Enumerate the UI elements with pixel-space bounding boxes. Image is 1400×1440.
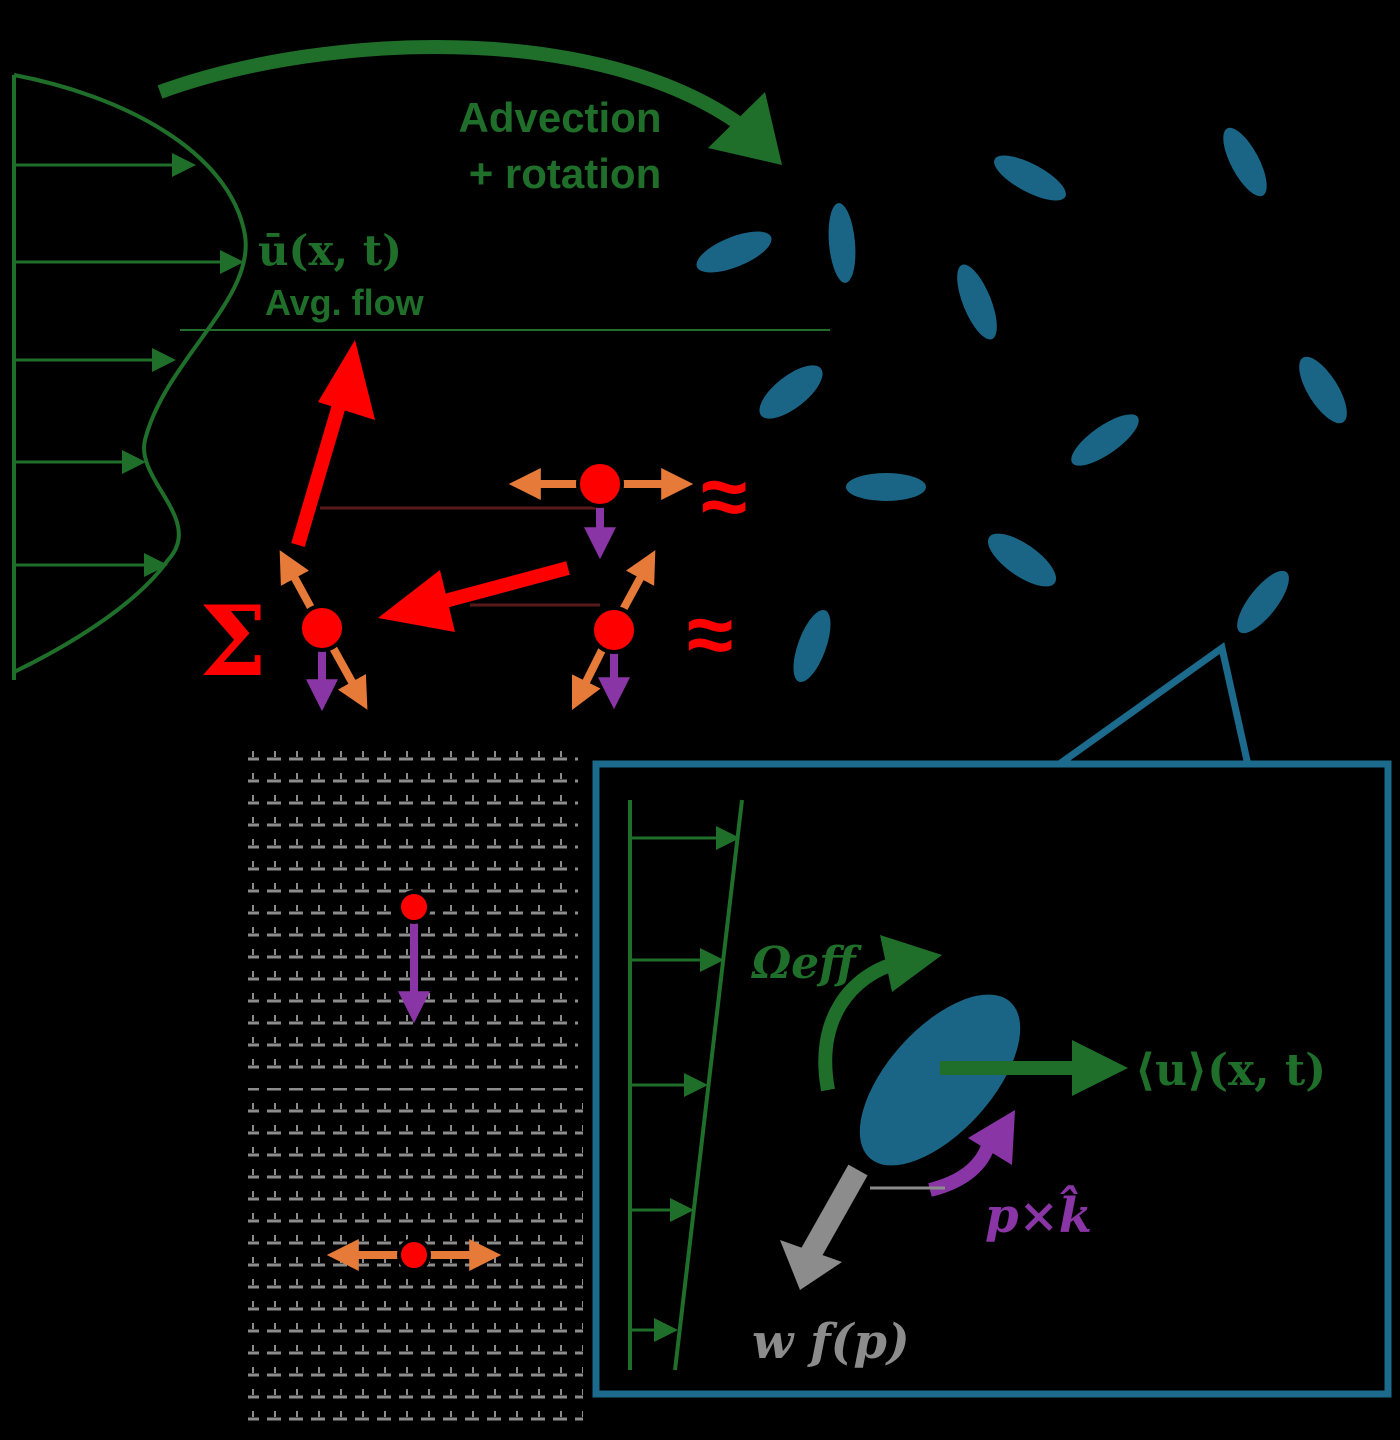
sum-symbol: Σ xyxy=(199,585,267,698)
particle xyxy=(994,155,1066,201)
stokeslet-field-panel xyxy=(248,740,578,1070)
stresslet-field-panel xyxy=(248,1088,583,1423)
interaction-arrow-head xyxy=(378,570,455,632)
swim-torque-label: p×k̂ xyxy=(985,1184,1092,1244)
particle xyxy=(846,473,926,501)
interaction-arrow xyxy=(428,561,570,612)
particle xyxy=(957,264,997,340)
particle xyxy=(1223,127,1267,197)
source-particle-bottom xyxy=(571,550,656,711)
particle-suspension xyxy=(696,127,1347,683)
particle xyxy=(987,533,1057,587)
source-particle-top xyxy=(508,460,694,560)
avg-flow-label: Avg. flow xyxy=(265,282,425,323)
particle xyxy=(1237,570,1289,634)
advection-label-line1: Advection xyxy=(458,94,661,141)
particle xyxy=(828,203,856,283)
advection-arrow xyxy=(157,40,765,146)
inset-callout-pointer xyxy=(1055,642,1252,768)
gravity-arrow-head xyxy=(780,1240,842,1290)
approx-top: ≈ xyxy=(701,449,747,543)
inset-velocity-arrow-head xyxy=(1072,1040,1128,1096)
inset-frame xyxy=(592,760,1392,1398)
gravity-force-label: w f(p) xyxy=(752,1314,910,1370)
effective-rotation-arrow-head xyxy=(880,935,942,992)
particle xyxy=(759,365,823,419)
gravity-arrow xyxy=(800,1164,868,1261)
point-particle xyxy=(590,606,638,654)
advection-arrow-head xyxy=(708,92,782,165)
approx-bottom: ≈ xyxy=(687,587,733,681)
swim-torque-arrow-head xyxy=(968,1110,1015,1165)
inset-particle xyxy=(859,994,1021,1166)
resultant-velocity-arrow-head xyxy=(318,340,375,420)
particle xyxy=(1071,414,1139,466)
mean-velocity-label: ū(x, t) xyxy=(258,226,402,275)
point-particle xyxy=(397,890,431,924)
mean-flow-profile xyxy=(12,73,830,680)
advection-label-line2: + rotation xyxy=(469,150,662,197)
point-particle xyxy=(576,460,624,508)
point-particle xyxy=(397,1238,431,1272)
velocity-profile-curve xyxy=(13,73,248,674)
target-particle xyxy=(279,550,368,712)
inset-velocity-label: ⟨u⟩(x, t) xyxy=(1135,1045,1326,1096)
particle xyxy=(696,231,772,273)
point-particle xyxy=(298,604,346,652)
local-shear-profile xyxy=(628,799,744,1371)
particle xyxy=(793,609,831,683)
resultant-velocity-arrow xyxy=(291,383,352,547)
omega-eff-label: Ωeff xyxy=(751,938,862,989)
particle xyxy=(1299,356,1347,424)
effective-rotation-arrow xyxy=(818,955,902,1092)
